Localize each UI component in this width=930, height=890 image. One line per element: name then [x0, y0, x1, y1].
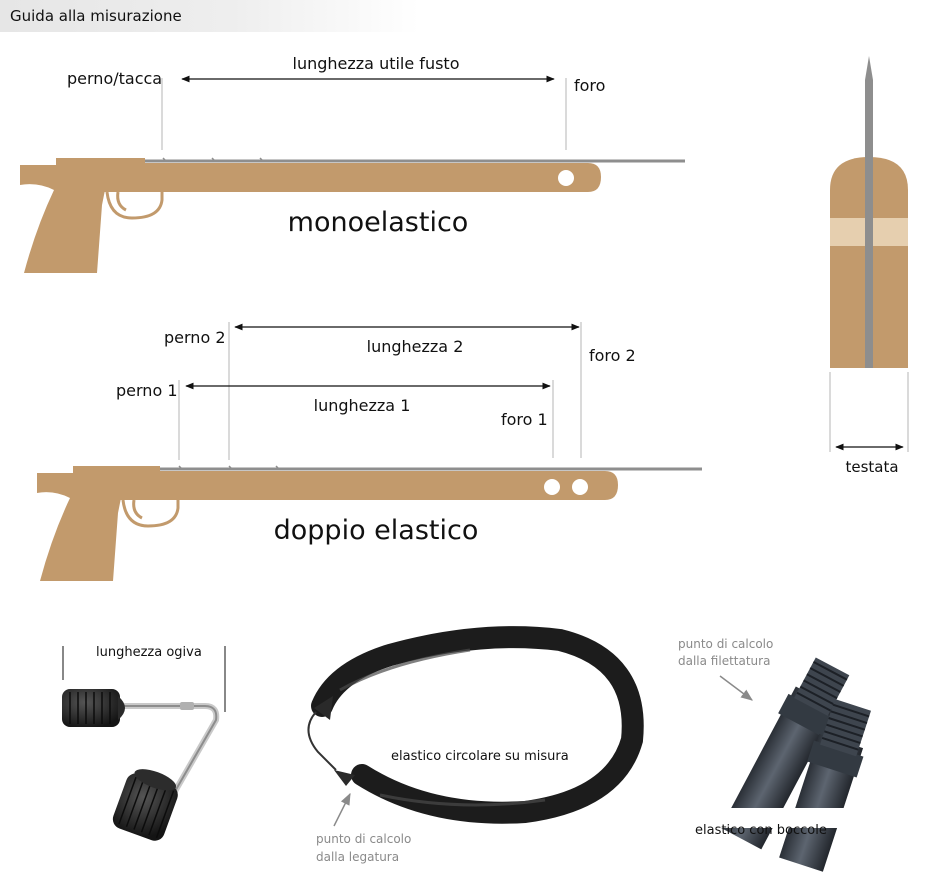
mono-notches: [162, 157, 265, 163]
filettatura-arrow-icon: [719, 675, 753, 701]
mono-title: monoelastico: [287, 207, 469, 238]
mono-trigger-guard: [105, 191, 164, 220]
length2-label: lunghezza 2: [366, 337, 464, 356]
speargun-double: [37, 322, 702, 581]
wishbone-ogiva: [62, 646, 226, 841]
hole2-label: foro 2: [589, 346, 636, 365]
double-notches: [178, 465, 281, 471]
mono-length-label: lunghezza utile fusto: [292, 54, 460, 73]
filettatura-label-2: dalla filettatura: [678, 654, 771, 668]
mono-hole: [558, 170, 574, 186]
speargun-mono: [20, 75, 685, 273]
header-bar: Guida alla misurazione: [0, 0, 420, 32]
legatura-arrow-icon: [333, 792, 351, 827]
pin1-label: perno 1: [116, 381, 178, 400]
double-handle: [37, 473, 121, 581]
head-shaft: [865, 80, 873, 368]
double-hole-1: [544, 479, 560, 495]
circular-band-label: elastico circolare su misura: [391, 749, 569, 764]
threaded-bushings: [660, 657, 871, 872]
legatura-label-2: dalla legatura: [316, 850, 400, 864]
head-shaft-tip: [865, 56, 873, 80]
legatura-label-1: punto di calcolo: [316, 832, 412, 846]
double-trigger-guard: [121, 499, 180, 528]
filettatura-label-1: punto di calcolo: [678, 637, 774, 651]
head-label: testata: [845, 458, 899, 476]
double-hole-2: [572, 479, 588, 495]
mono-barrel: [56, 158, 601, 192]
length1-label: lunghezza 1: [313, 396, 411, 415]
ogiva-knob-top: [62, 689, 120, 727]
pin2-label: perno 2: [164, 328, 226, 347]
page-title: Guida alla misurazione: [10, 7, 182, 25]
double-barrel: [73, 466, 618, 500]
ogiva-label: lunghezza ogiva: [96, 645, 202, 660]
mono-handle: [20, 165, 105, 273]
mono-pin-label: perno/tacca: [67, 69, 163, 88]
boccole-label: elastico con boccole: [695, 823, 827, 838]
circular-band: [307, 626, 644, 827]
hole1-label: foro 1: [501, 410, 548, 429]
double-title: doppio elastico: [273, 515, 479, 546]
mono-hole-label: foro: [574, 76, 606, 95]
gun-head-section: [829, 56, 909, 452]
